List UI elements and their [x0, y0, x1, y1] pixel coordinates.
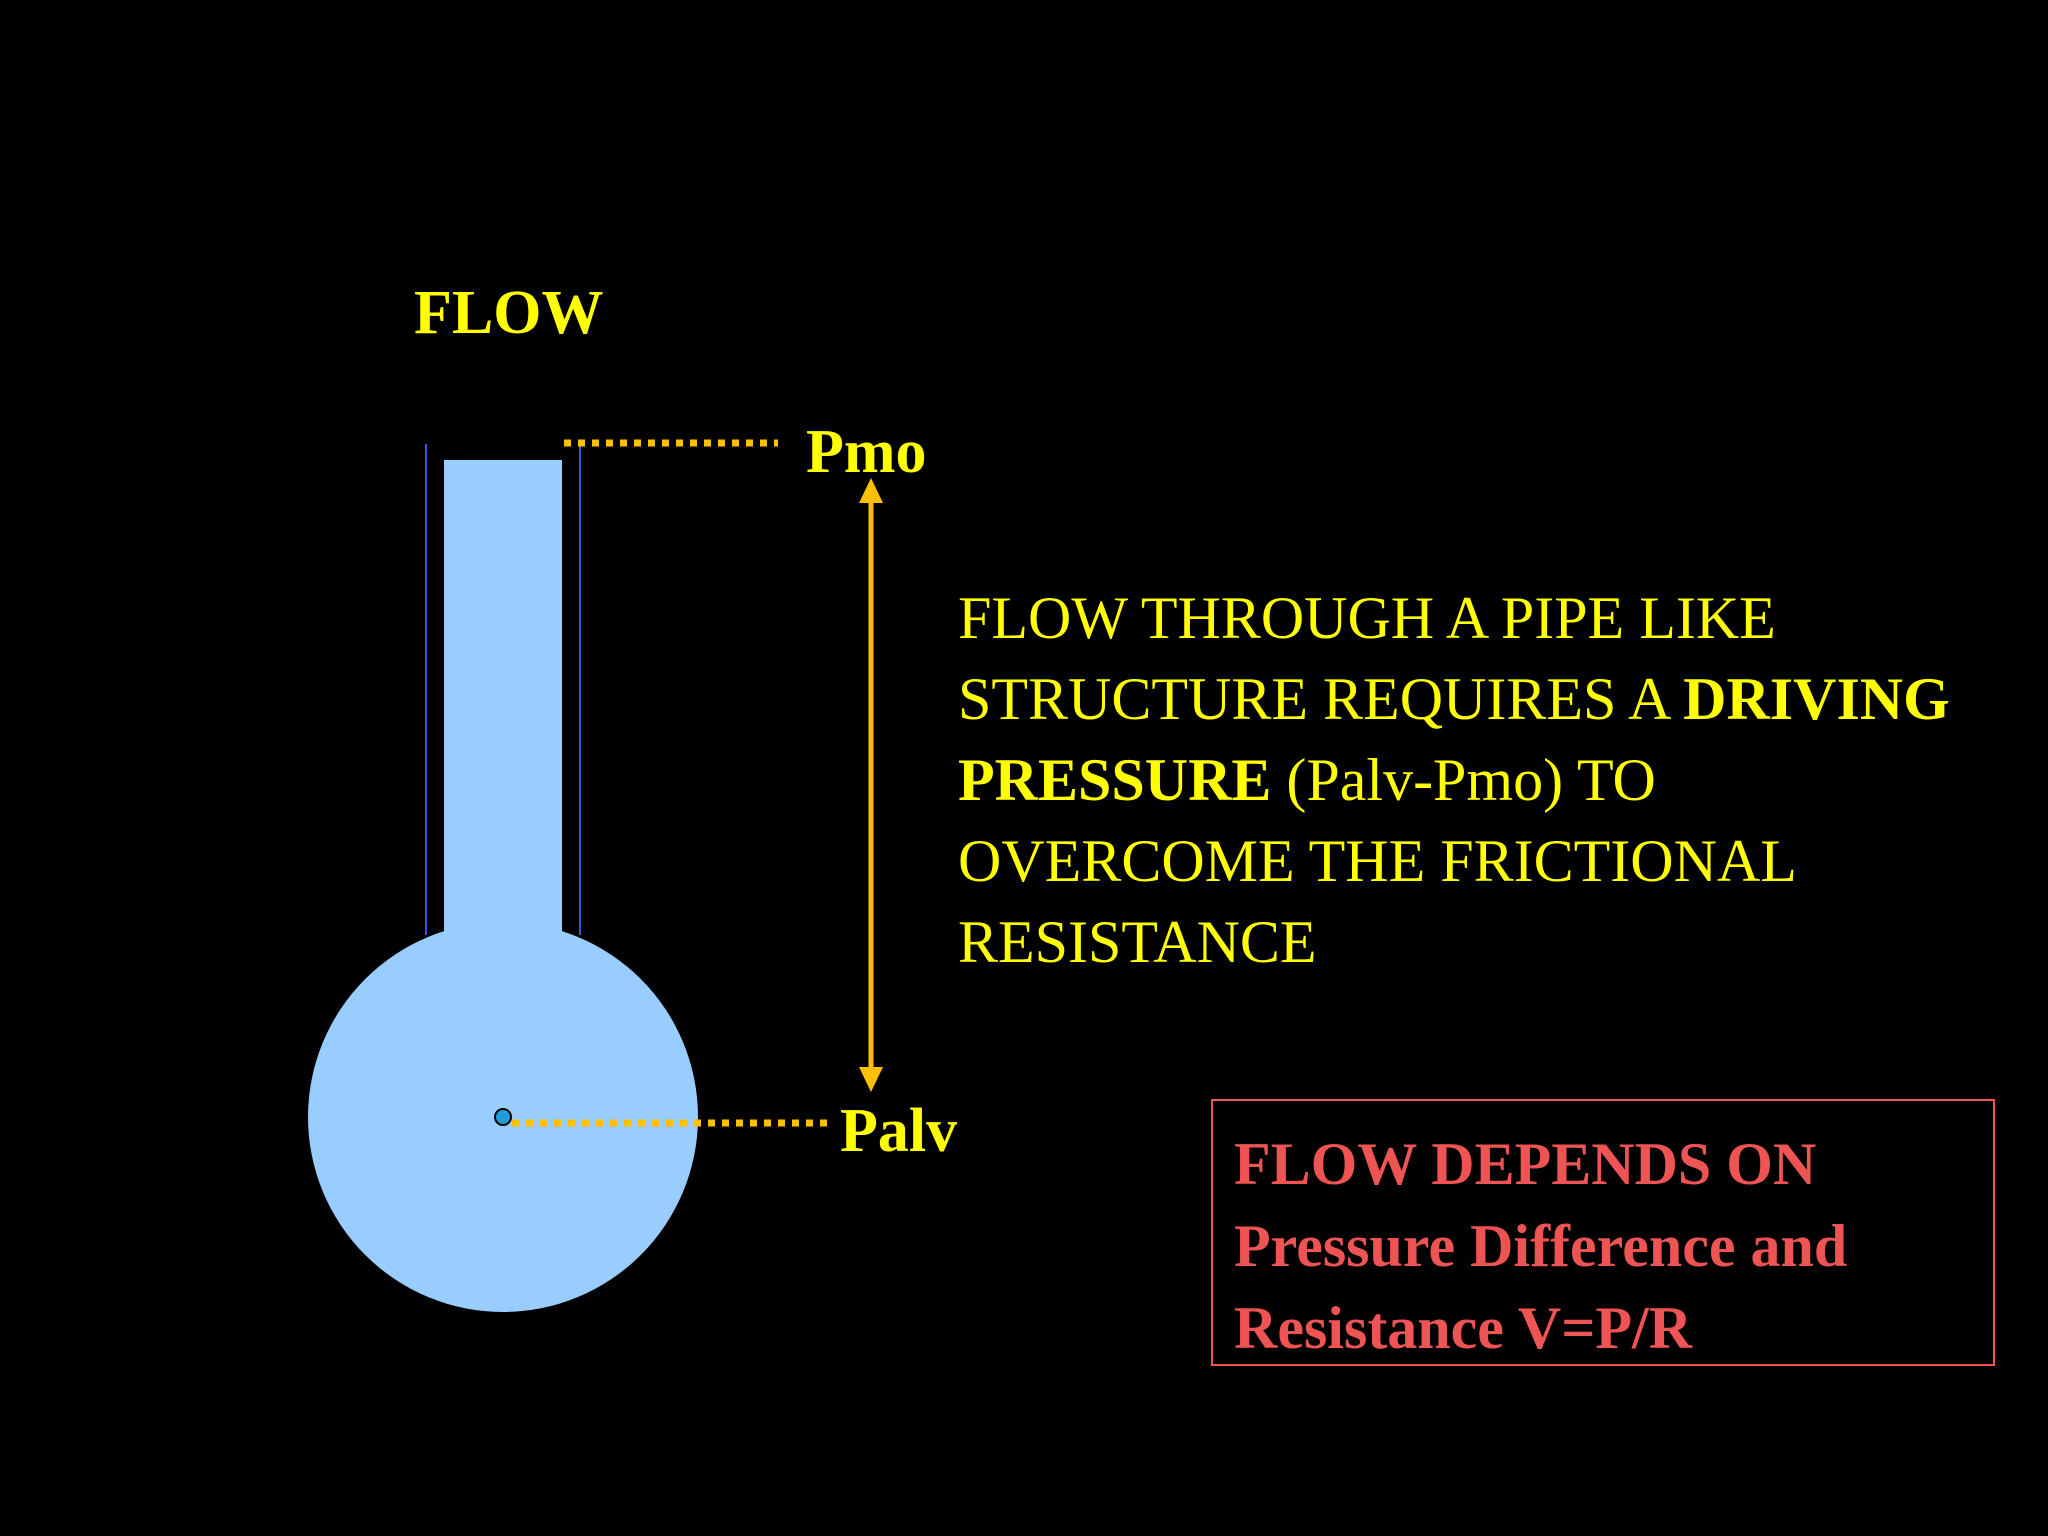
flask-tube: [444, 460, 562, 950]
palv-label: Palv: [840, 1097, 958, 1165]
explanation-part-1: FLOW THROUGH A PIPE LIKE STRUCTURE REQUI…: [958, 585, 1776, 732]
explanation-part-2: (Palv-Pmo) TO OVERCOME THE FRICTIONAL RE…: [958, 747, 1795, 975]
pressure-difference-arrow: [859, 478, 883, 1092]
explanation-text: FLOW THROUGH A PIPE LIKE STRUCTURE REQUI…: [958, 578, 1978, 983]
callout-line-2: Pressure Difference and: [1234, 1213, 1848, 1279]
driving-pressure-emphasis: DRIVING PRESSURE: [958, 666, 1950, 813]
arrow-head-down: [859, 1067, 883, 1092]
flow-dependency-callout: FLOW DEPENDS ON Pressure Difference and …: [1211, 1099, 1995, 1366]
callout-line-3: Resistance V=P/R: [1234, 1295, 1693, 1361]
pmo-label: Pmo: [806, 418, 927, 486]
arrow-head-up: [859, 478, 883, 503]
alveolar-point: [494, 1108, 512, 1126]
callout-line-1: FLOW DEPENDS ON: [1234, 1131, 1817, 1197]
flow-title: FLOW: [414, 279, 604, 347]
